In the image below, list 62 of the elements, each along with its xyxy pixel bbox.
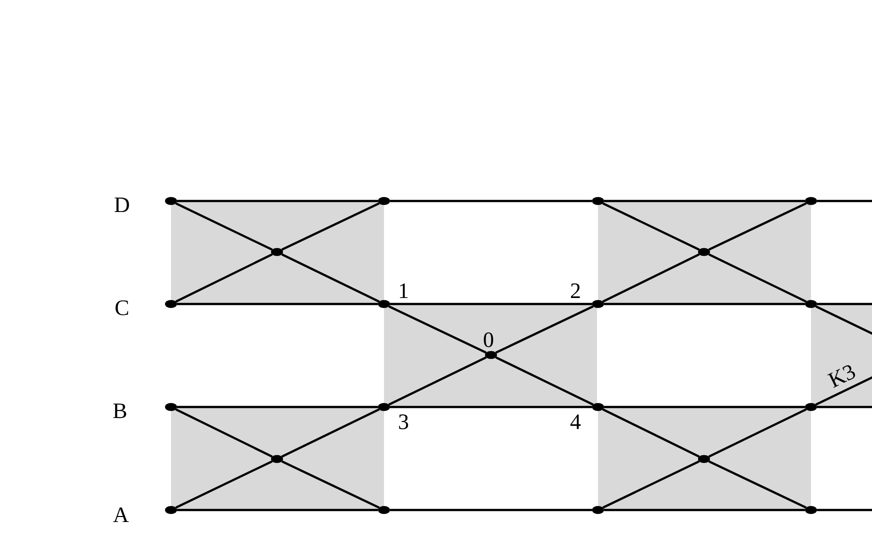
connector-line xyxy=(177,200,378,202)
connector-line xyxy=(177,406,378,408)
junction-dot xyxy=(592,197,604,205)
connector-line xyxy=(708,408,807,458)
row-label: A xyxy=(113,504,129,526)
connector-line xyxy=(390,508,592,512)
node-number: 2 xyxy=(570,280,581,302)
junction-dot xyxy=(592,403,604,411)
connector-line xyxy=(817,200,872,202)
junction-dot xyxy=(378,506,390,514)
connector-line xyxy=(817,406,872,408)
connector-line xyxy=(177,302,378,306)
connector-line xyxy=(708,202,807,251)
connector-line xyxy=(175,202,273,251)
junction-dot xyxy=(592,506,604,514)
connector-line xyxy=(281,202,380,251)
connector-line xyxy=(390,200,592,202)
connector-line xyxy=(175,460,273,509)
connector-line xyxy=(495,356,594,406)
row-label: B xyxy=(112,400,128,422)
row-label: C xyxy=(114,297,130,319)
connector-line xyxy=(817,508,872,512)
connector-line xyxy=(602,253,700,303)
junction-dot xyxy=(805,403,817,411)
row-label: D xyxy=(114,194,130,216)
connector-line xyxy=(602,408,700,458)
junction-dot xyxy=(165,403,177,411)
connector-line xyxy=(175,408,273,458)
connector-line xyxy=(604,406,805,408)
junction-dot xyxy=(805,197,817,205)
connector-line xyxy=(281,253,380,303)
connector-line xyxy=(388,305,487,354)
junction-dot xyxy=(805,300,817,308)
connector-line xyxy=(390,302,592,306)
junction-dot xyxy=(592,300,604,308)
connector-line xyxy=(604,302,805,306)
connector-line xyxy=(175,253,273,303)
junction-dot xyxy=(165,506,177,514)
node-number: 1 xyxy=(398,280,409,302)
connector-line xyxy=(390,406,592,408)
connector-line xyxy=(281,460,380,509)
connector-line xyxy=(495,305,594,354)
connector-line xyxy=(602,202,700,251)
connector-line xyxy=(388,356,487,406)
connector-line xyxy=(281,408,380,458)
connector-line xyxy=(177,508,378,512)
connector-line xyxy=(817,302,872,306)
connector-line xyxy=(604,508,805,512)
junction-dot xyxy=(378,403,390,411)
connector-line xyxy=(708,460,807,509)
connector-line xyxy=(604,200,805,202)
junction-dot xyxy=(805,506,817,514)
node-number: 4 xyxy=(570,411,581,433)
connector-line xyxy=(708,253,807,303)
node-number: 3 xyxy=(398,411,409,433)
junction-dot xyxy=(378,300,390,308)
junction-dot xyxy=(165,300,177,308)
node-number: 0 xyxy=(483,329,494,351)
connector-line xyxy=(602,460,700,509)
junction-dot xyxy=(378,197,390,205)
edge-label: K3 xyxy=(825,360,859,392)
junction-dot xyxy=(165,197,177,205)
